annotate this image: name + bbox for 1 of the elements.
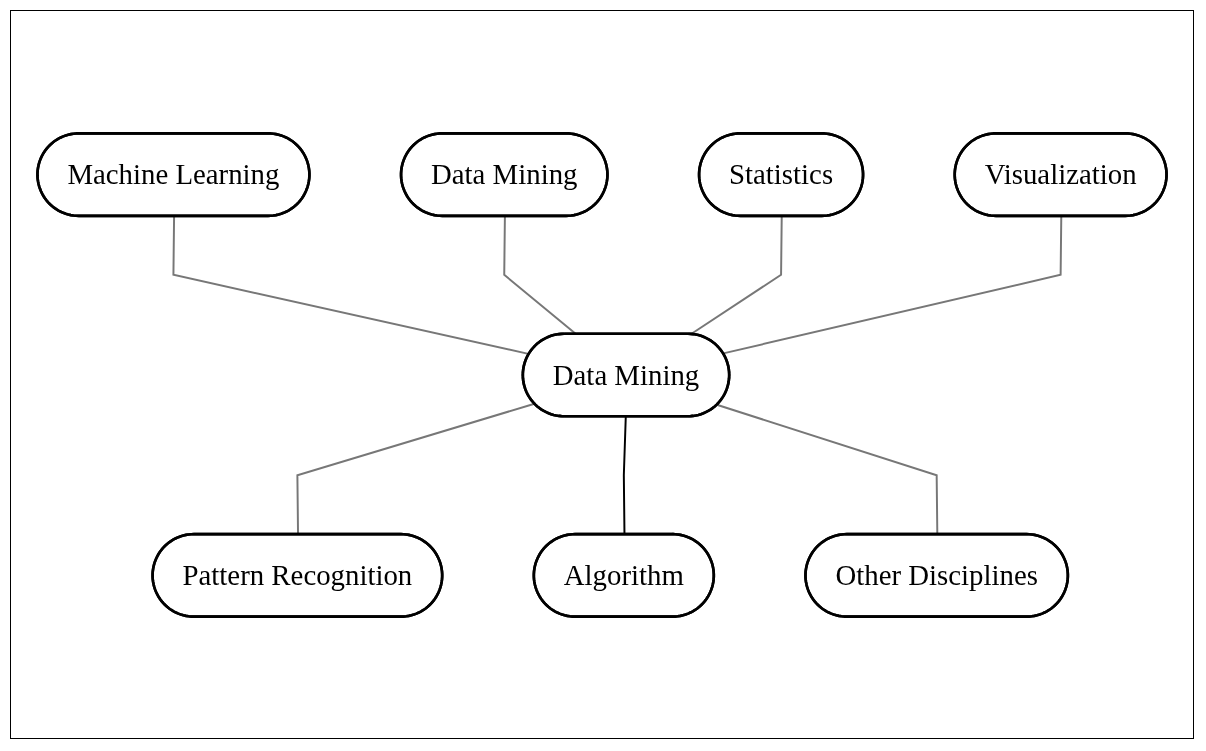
connector — [722, 215, 1063, 354]
